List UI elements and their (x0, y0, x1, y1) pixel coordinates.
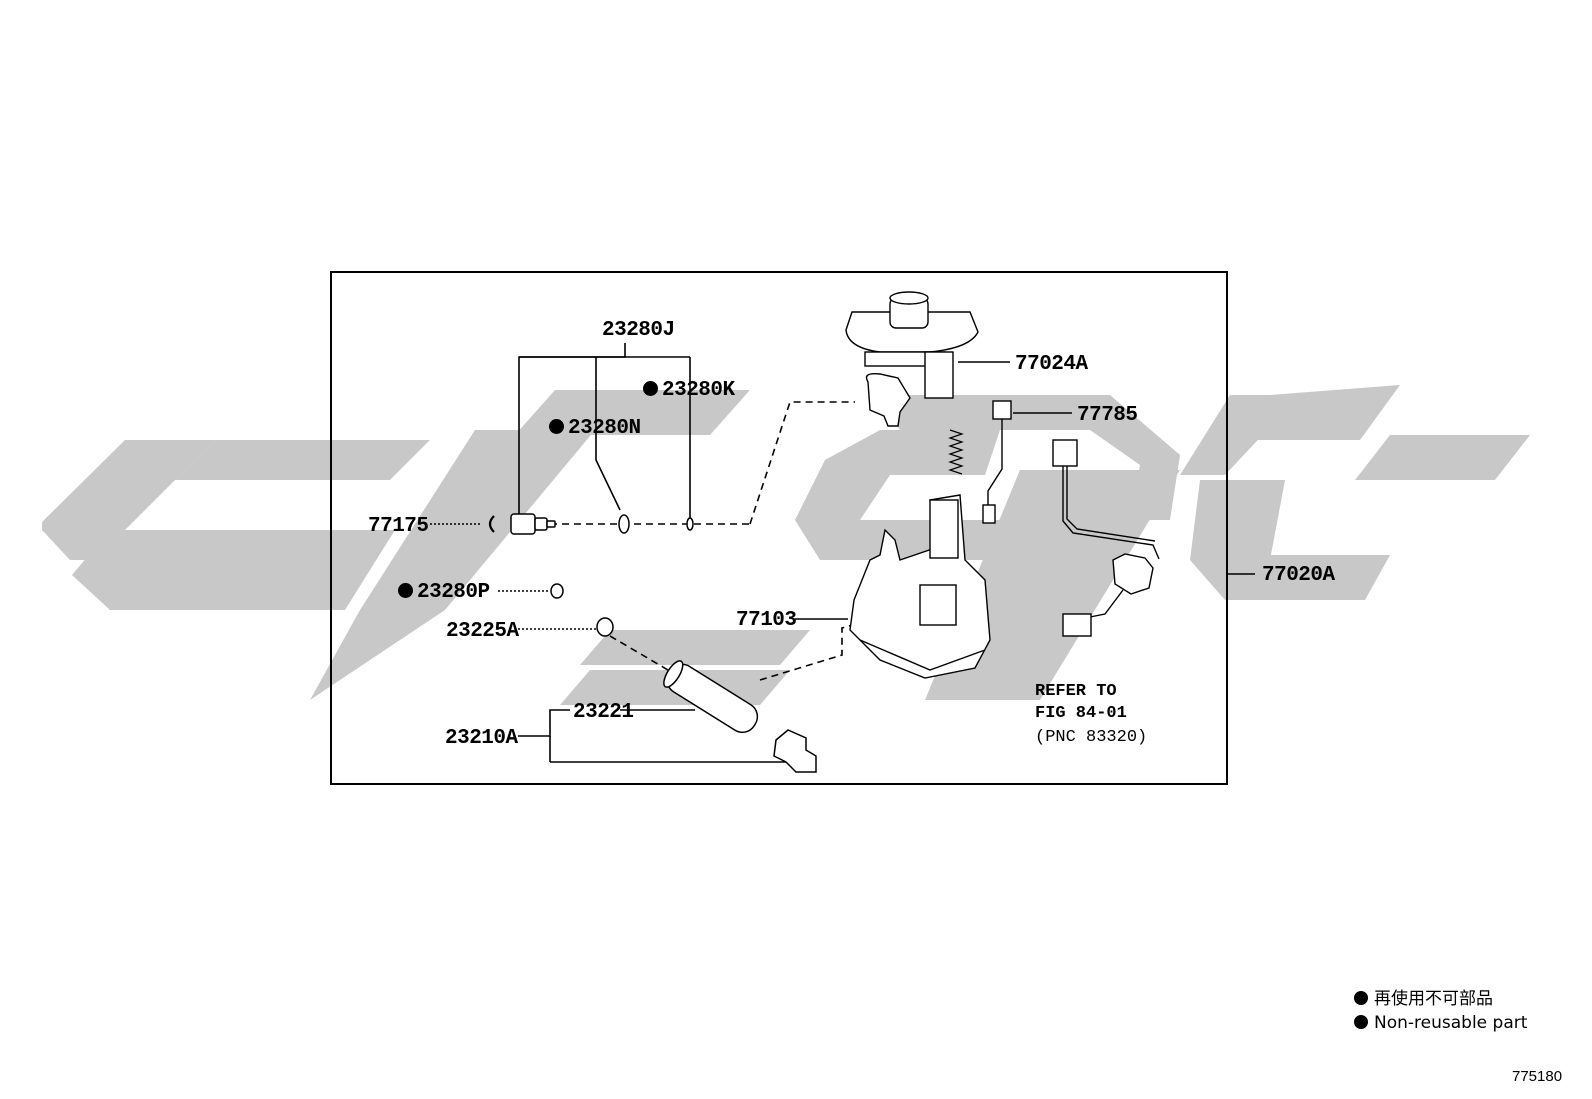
non-reusable-dot-icon (398, 583, 413, 598)
non-reusable-dot-icon (643, 381, 658, 396)
part-label-77175: 77175 (368, 515, 429, 538)
part-label-23221: 23221 (573, 701, 634, 724)
filter-23225A (596, 617, 614, 637)
spring (948, 429, 964, 475)
fuel-module-base-77103 (849, 494, 991, 679)
sender-gauge-77785 (982, 400, 1012, 524)
part-label-23280J: 23280J (602, 319, 675, 342)
part-label-77103: 77103 (736, 609, 797, 632)
part-label-23280N-text: 23280N (568, 417, 641, 440)
o-ring-23280K (686, 517, 694, 531)
clip-77175 (488, 515, 495, 533)
part-label-23210A: 23210A (445, 727, 518, 750)
part-label-23225A: 23225A (446, 620, 519, 643)
legend-chinese: 再使用不可部品 (1354, 991, 1493, 1008)
pump-bracket (773, 729, 817, 773)
watermark-logo (42, 385, 1530, 705)
part-label-23280K: 23280K (643, 380, 735, 401)
fuel-module-top-77024A (845, 291, 979, 427)
connector-part (510, 513, 536, 535)
leader-23210A (518, 709, 570, 737)
reference-line-3: (PNC 83320) (1035, 728, 1148, 747)
part-label-23280P: 23280P (398, 582, 490, 603)
legend-english-text: Non-reusable part (1374, 1013, 1528, 1033)
legend-chinese-text: 再使用不可部品 (1374, 989, 1493, 1009)
part-label-77020A: 77020A (1262, 564, 1335, 587)
o-ring-23280N (618, 514, 630, 534)
part-label-23280N: 23280N (549, 418, 641, 439)
part-label-77024A: 77024A (1015, 353, 1088, 376)
non-reusable-dot-icon (1354, 991, 1368, 1005)
part-label-77785: 77785 (1077, 404, 1138, 427)
diagram-frame (330, 271, 1228, 785)
part-label-23280K-text: 23280K (662, 379, 735, 402)
non-reusable-dot-icon (1354, 1015, 1368, 1029)
reference-line-2: FIG 84-01 (1035, 704, 1127, 723)
figure-number: 775180 (1512, 1068, 1563, 1085)
part-label-23280P-text: 23280P (417, 581, 490, 604)
legend-english: Non-reusable part (1354, 1015, 1527, 1032)
non-reusable-dot-icon (549, 419, 564, 434)
fuel-sender-unit (1052, 439, 1160, 637)
fuel-pump-23221 (663, 660, 759, 734)
o-ring-23280P (550, 583, 564, 599)
reference-line-1: REFER TO (1035, 682, 1117, 701)
